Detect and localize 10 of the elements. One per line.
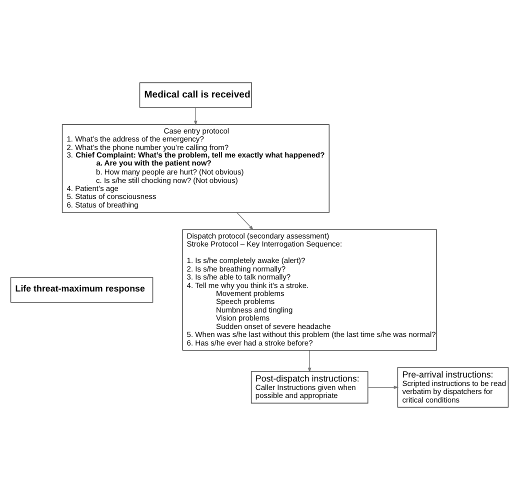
node-box: Life threat-maximum response	[10, 276, 154, 302]
arrow	[236, 212, 254, 230]
node-box: Medical call is received	[139, 82, 252, 108]
node-box: Case entry protocol 1. What’s the address of the emergency? 2. What’s the phone number you’re calling from? 3. Chief Complaint: What’s the problem, tell me exactly what happened? a. Are you with the patient now? b. How many people are hurt? (Not obvious) c. Is s/he still chocking now? (Not obvious) 4. Patient’s age 5. Status of consciousness 6. Status of breathing	[62, 124, 330, 212]
node-box: Post-dispatch instructions: Caller Instructions given when possible and appropriate	[250, 370, 368, 403]
arrow	[368, 385, 399, 389]
arrow	[308, 350, 312, 372]
node-box: Pre-arrival instructions: Scripted instructions to be read verbatim by dispatchers for critical conditions	[397, 366, 509, 408]
node-box: Dispatch protocol (secondary assessment) Stroke Protocol – Key Interrogation Sequence: 1. Is s/he completely awake (alert)? 2. Is s/he breathing normally? 3. Is s/he able to talk normally? 4. Tell me why you think it’s a stroke. Movement problems Speech problems Numbness and tingling Vision problems Sudden onset of severe headache 5. When was s/he last without this problem (the last time s/he was normal? 6. Has s/he ever had a stroke before?	[182, 228, 437, 350]
arrow	[194, 106, 198, 125]
